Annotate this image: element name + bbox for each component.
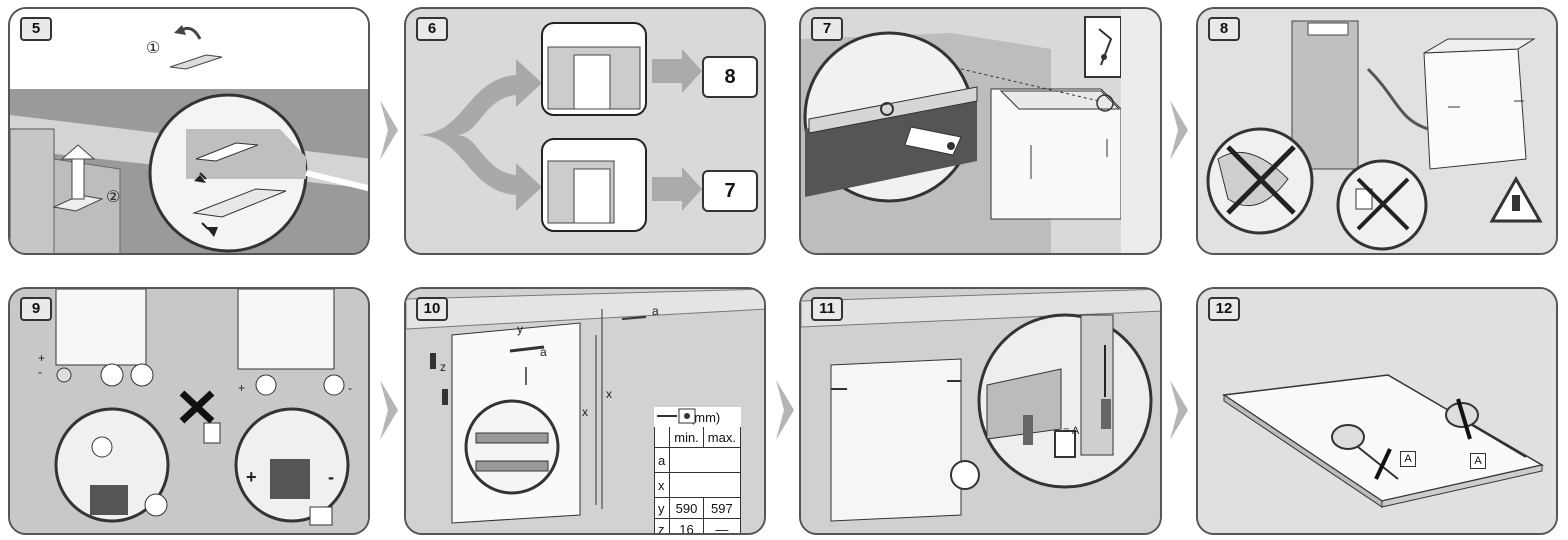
- col-max: max.: [702, 427, 741, 448]
- step-9-illustration: [10, 289, 368, 533]
- step-12-illustration: [1198, 289, 1556, 533]
- minus-left: -: [38, 365, 42, 379]
- step-number: 6: [416, 17, 448, 41]
- step-panel-8: 8: [1196, 7, 1558, 255]
- step-number: 8: [1208, 17, 1240, 41]
- dim-y: y: [517, 322, 523, 336]
- next-chevron-5: [1170, 380, 1188, 440]
- step-8-illustration: [1198, 9, 1556, 253]
- step-number: 7: [811, 17, 843, 41]
- label-2: ②: [106, 189, 121, 206]
- next-chevron-4: [776, 380, 794, 440]
- mark-a-left: A: [1400, 451, 1416, 467]
- col-min: min.: [669, 427, 704, 448]
- next-chevron-1: [380, 100, 398, 160]
- dim-x-cabinet: x: [606, 387, 612, 401]
- step-5-illustration: [10, 9, 368, 253]
- step-panel-12: 12 A A: [1196, 287, 1558, 535]
- step-7-illustration: [801, 9, 1160, 253]
- step-number: 9: [20, 297, 52, 321]
- dim-z: z: [440, 360, 446, 374]
- mark-a-right: A: [1470, 453, 1486, 469]
- label-1: ①: [146, 40, 161, 57]
- step-panel-6: 6 8 7: [404, 7, 766, 255]
- ref-box-step-8: 8: [702, 56, 758, 98]
- minus-bottom: -: [328, 467, 334, 487]
- ref-box-step-7: 7: [702, 170, 758, 212]
- wrench-icon: [656, 408, 695, 424]
- step-number: 5: [20, 17, 52, 41]
- step-number: 12: [1208, 297, 1240, 321]
- plus-left: +: [38, 351, 46, 365]
- step-panel-9: 9 + - + - + -: [8, 287, 370, 535]
- step-11-illustration: [801, 289, 1160, 533]
- step-number: 10: [416, 297, 448, 321]
- dim-x-door: x: [582, 405, 588, 419]
- next-chevron-3: [380, 380, 398, 440]
- table-row: x: [653, 408, 741, 498]
- step-number: 11: [811, 297, 843, 321]
- equals-a-label: = A: [1063, 425, 1080, 437]
- step-panel-7: 7: [799, 7, 1162, 255]
- plus-bottom: +: [246, 467, 257, 487]
- step-6-illustration: [416, 22, 702, 232]
- step-panel-11: 11 = A: [799, 287, 1162, 535]
- next-chevron-2: [1170, 100, 1188, 160]
- table-unit: (mm): [689, 409, 721, 425]
- minus-mid: -: [348, 381, 352, 395]
- dim-a-handle: a: [540, 345, 547, 359]
- dim-a-upper: a: [652, 304, 659, 318]
- step-panel-5: 5 ① ②: [8, 7, 370, 255]
- table-row: a: [653, 408, 741, 473]
- plus-mid: +: [238, 381, 246, 395]
